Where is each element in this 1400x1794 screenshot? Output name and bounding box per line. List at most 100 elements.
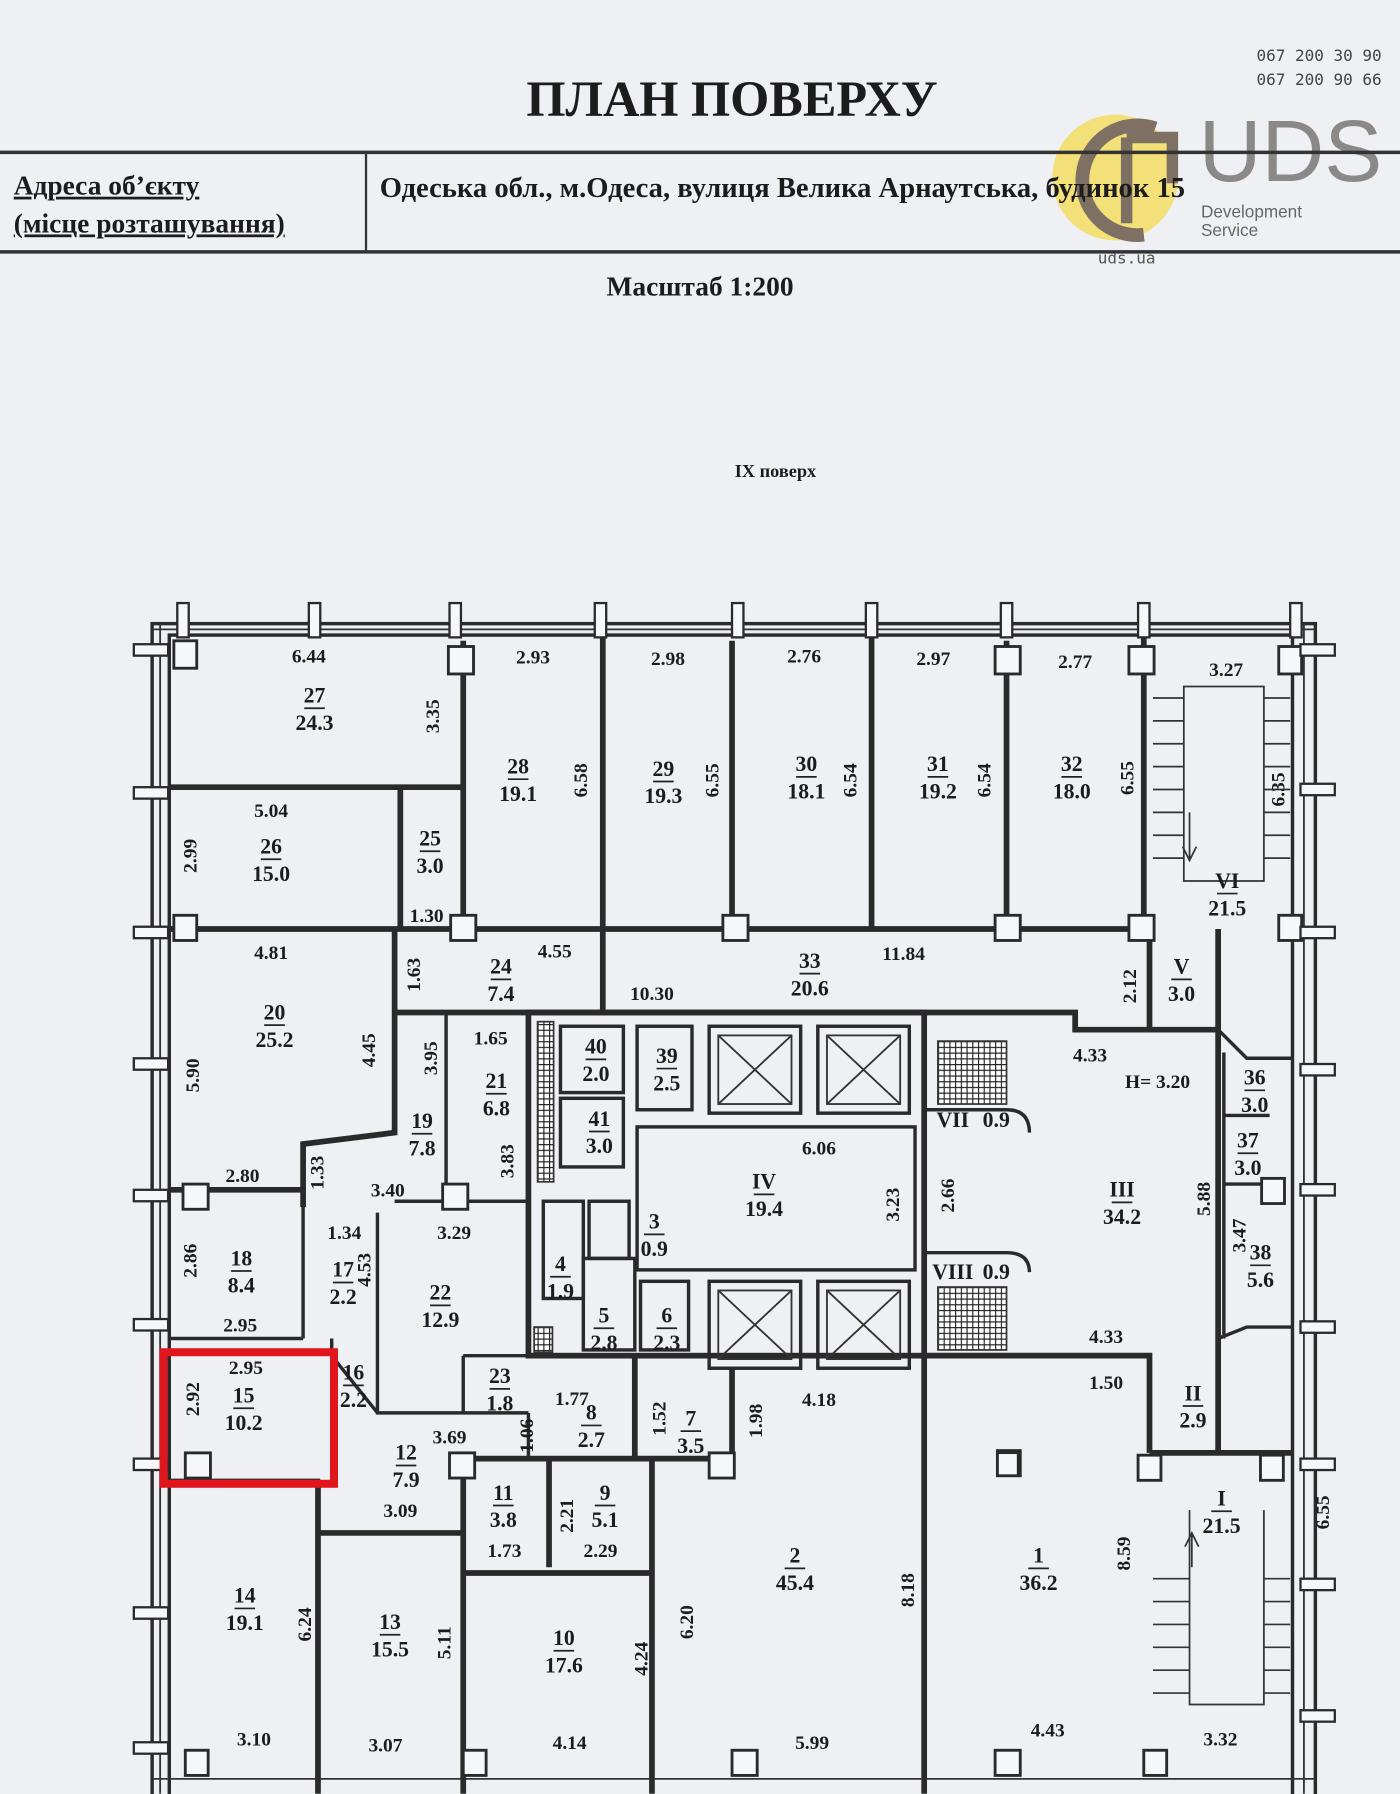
room-23: 231.8 [486,1364,513,1415]
room-number: 29 [653,757,675,781]
room-19: 197.8 [408,1109,435,1160]
room-area: 19.2 [919,780,957,804]
room-10: 10 17.6 [545,1626,583,1677]
room-area: 2.7 [578,1428,605,1452]
dimension-label: 2.80 [225,1166,259,1187]
highlighted-room-15-frame [159,1348,338,1488]
dimension-label: 4.33 [1073,1046,1107,1067]
room-area: 7.4 [487,982,514,1006]
room-8: 82.7 [578,1401,605,1452]
room-number: 4 [555,1252,566,1276]
dimension-label: 8.59 [1114,1536,1135,1570]
dimension-label: 4.81 [254,943,288,964]
elevator-shafts [707,1024,912,1370]
dimension-label: 10.30 [630,984,674,1005]
room-12: 127.9 [392,1441,419,1492]
room-number: 37 [1237,1128,1259,1152]
room-number: 33 [799,949,821,973]
dimension-label: 2.29 [583,1541,617,1562]
room-I: I21.5 [1203,1486,1241,1537]
room-33: 33 20.6 [791,949,829,1000]
dimension-label: 5.99 [795,1733,829,1754]
room-30: 30 18.1 [787,752,825,803]
room-number: 30 [796,752,818,776]
room-1: 136.2 [1020,1544,1058,1595]
room-number: 22 [430,1281,452,1305]
room-area: 3.5 [677,1434,704,1458]
room-number: 7 [685,1406,696,1430]
room-number: 17 [332,1258,354,1282]
room-area: 1.9 [547,1279,574,1303]
room-21: 216.8 [483,1069,510,1120]
room-area: 17.6 [545,1653,583,1677]
room-number: 41 [588,1107,610,1131]
room-area: 10.2 [225,1411,263,1435]
dimension-label: H= 3.20 [1125,1072,1190,1093]
uds-logo [1052,114,1179,242]
room-area: 19.4 [745,1197,783,1221]
room-number: 12 [395,1441,417,1465]
room-area: 3.0 [1234,1156,1261,1180]
address-label-line1: Адреса об’єкту [14,171,200,201]
dimension-label: 3.32 [1203,1730,1237,1751]
dimension-label: 1.65 [474,1029,508,1050]
dimension-label: 1.50 [1089,1373,1123,1394]
dimension-label: 6.55 [702,763,723,797]
dimension-label: 1.77 [555,1389,589,1410]
room-labels: 2724.32819.12919.33018.13119.23218.02615… [225,684,1275,1678]
room-area: 19.1 [499,782,537,806]
dimension-label: 6.20 [677,1605,698,1639]
dimension-label: 3.69 [433,1428,467,1449]
room-number: 39 [656,1044,678,1068]
dimension-label: 4.18 [802,1390,836,1411]
dimension-label: 4.14 [553,1733,587,1754]
dimension-label: 3.29 [437,1223,471,1244]
room-6: 62.3 [653,1303,680,1354]
room-number: II [1185,1381,1202,1405]
room-9: 95.1 [591,1481,618,1532]
room-number: 10 [553,1626,575,1650]
dimension-label: 1.63 [404,957,425,991]
room-25: 253.0 [416,827,443,878]
room-18: 188.4 [228,1246,255,1297]
room-number: 25 [419,827,441,851]
dimension-label: 6.24 [295,1607,316,1641]
dimension-label: 6.06 [802,1138,836,1159]
room-number: 38 [1250,1241,1272,1265]
dimension-label: 5.11 [435,1626,456,1659]
dimension-label: 3.40 [371,1181,405,1202]
phone-1: 067 200 30 90 [1256,46,1381,65]
dimension-label: 1.52 [650,1402,671,1436]
room-2: 245.4 [776,1544,814,1595]
room-number: 21 [486,1069,508,1093]
room-IV: IV 19.4 [745,1170,783,1221]
room-area: 25.2 [256,1028,294,1052]
room-number: 32 [1061,752,1083,776]
dimension-label: 6.54 [975,763,996,797]
dimension-label: 2.76 [787,647,821,668]
dimension-label: 5.90 [183,1058,204,1092]
room-3: 30.9 [641,1210,668,1261]
address-value: Одеська обл., м.Одеса, вулиця Велика Арн… [380,173,1185,204]
room-area: 20.6 [791,976,829,1000]
room-area: 1.8 [486,1392,513,1416]
room-17: 172.2 [330,1258,357,1309]
room-area: 24.3 [296,711,334,735]
room-38: 385.6 [1247,1241,1274,1292]
room-number: VI [1215,869,1239,893]
room-number: IV [752,1170,776,1194]
room-area: 18.1 [787,780,825,804]
room-24: 247.4 [487,955,514,1006]
room-area: 5.1 [591,1508,618,1532]
room-7: 73.5 [677,1406,704,1457]
dimension-label: 3.27 [1209,660,1243,681]
